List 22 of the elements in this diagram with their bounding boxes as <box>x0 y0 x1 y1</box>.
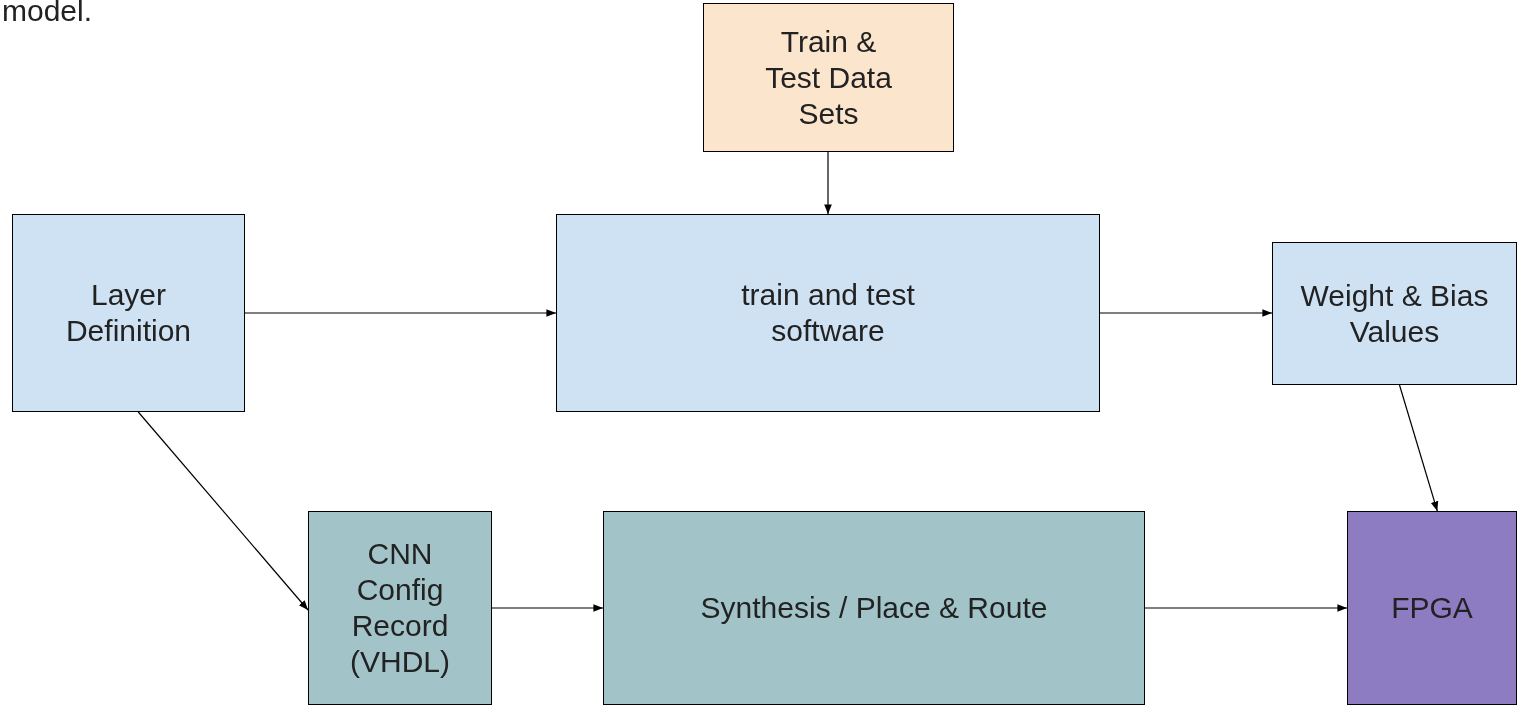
arrow <box>491 604 604 612</box>
box-label: Train & Test Data Sets <box>764 23 893 132</box>
process-box <box>308 511 492 705</box>
box-label: Weight & Bias Values <box>1299 277 1490 350</box>
arrow <box>1398 384 1439 512</box>
heading-text: model. <box>2 0 93 28</box>
box-label: FPGA <box>1391 590 1473 626</box>
box-label: Synthesis / Place & Route <box>700 590 1048 626</box>
box-label: CNN Config Record (VHDL) <box>349 536 451 680</box>
process-box <box>12 214 245 412</box>
arrow <box>244 309 557 317</box>
arrow <box>1099 309 1273 317</box>
process-box <box>1347 511 1517 705</box>
process-box <box>1272 242 1517 385</box>
process-box <box>703 3 954 152</box>
box-label: Layer Definition <box>64 277 193 349</box>
box-label: train and test software <box>740 277 916 349</box>
process-box <box>603 511 1145 705</box>
arrow <box>137 411 309 611</box>
arrow <box>1144 604 1348 612</box>
process-box <box>556 214 1100 412</box>
arrow <box>824 151 832 215</box>
